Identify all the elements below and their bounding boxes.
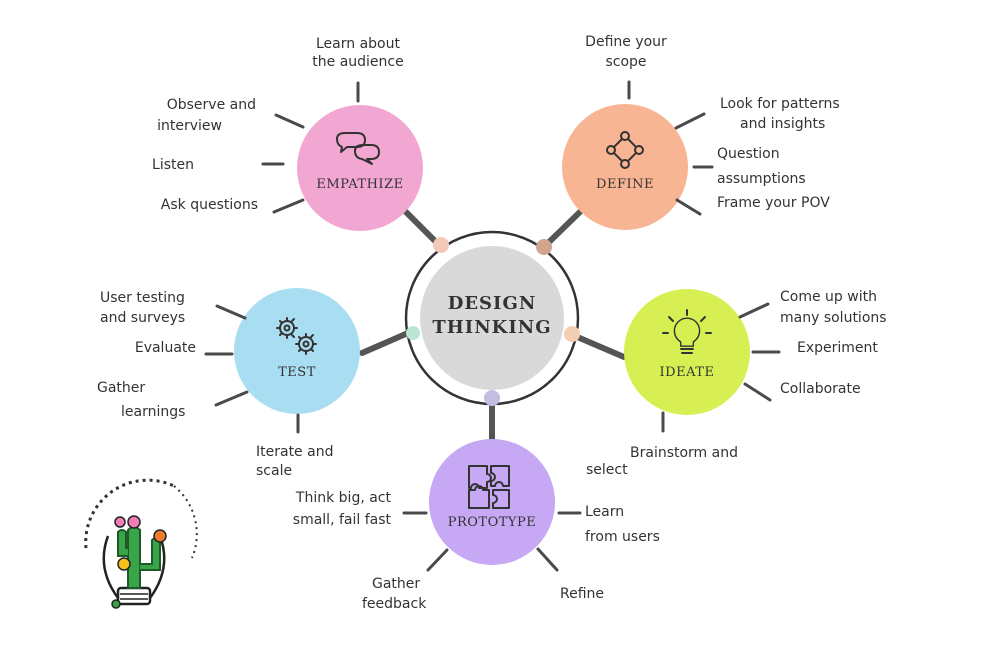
empathize-note-4: interview [157, 118, 222, 134]
empathize-note-1: Learn about [316, 36, 400, 52]
define-tick-4 [675, 198, 702, 216]
empathize-tick-4 [272, 198, 305, 214]
test-note-4: Gather [97, 380, 145, 396]
ideate-tick-1 [738, 302, 770, 319]
define-note-7: Frame your POV [717, 195, 830, 211]
connected-nodes-icon [606, 131, 644, 169]
define-note-2: scope [605, 54, 646, 70]
prototype-label: PROTOTYPE [448, 515, 537, 530]
connector-dot-define [536, 239, 552, 255]
prototype-tick-4 [536, 547, 559, 572]
connector-dot-ideate [564, 326, 580, 342]
prototype-circle [429, 439, 555, 565]
prototype-note-5: Gather [372, 576, 420, 592]
connector-dot-prototype [484, 390, 500, 406]
center-title-line2: THINKING [432, 317, 551, 338]
ideate-note-2: many solutions [780, 310, 887, 326]
puzzle-icon [468, 465, 510, 509]
connector-dot-test [406, 326, 420, 340]
speech-bubbles-icon [336, 132, 380, 165]
prototype-note-1: Think big, act [295, 490, 392, 506]
test-note-5: learnings [121, 404, 185, 420]
spoke-test [359, 330, 411, 356]
ideate-note-6: select [586, 462, 628, 478]
cactus-lightbulb-logo [84, 478, 198, 609]
test-note-2: and surveys [100, 310, 185, 326]
stage-ideate: IDEATE Come up with many solutions Exper… [586, 289, 887, 478]
define-label: DEFINE [596, 177, 654, 192]
test-tick-3 [214, 390, 249, 407]
define-note-6: assumptions [717, 171, 806, 187]
empathize-circle [297, 105, 423, 231]
test-circle [234, 288, 360, 414]
prototype-note-6: feedback [362, 596, 427, 612]
test-note-6: Iterate and [256, 444, 333, 460]
define-note-3: Look for patterns [720, 96, 840, 112]
stage-test: TEST User testing and surveys Evaluate G… [97, 288, 360, 479]
test-tick-1 [215, 304, 247, 320]
center-title-line1: DESIGN [448, 293, 537, 314]
ideate-note-4: Collaborate [780, 381, 861, 397]
connector-dot-empathize [433, 237, 449, 253]
ideate-tick-3 [743, 382, 772, 402]
lightbulb-icon [662, 309, 712, 354]
center-circle [420, 246, 564, 390]
prototype-tick-3 [426, 548, 449, 572]
stage-prototype: PROTOTYPE Think big, act small, fail fas… [293, 439, 660, 612]
ideate-note-3: Experiment [797, 340, 878, 356]
ideate-label: IDEATE [660, 365, 715, 380]
center-hub: DESIGN THINKING [404, 230, 580, 406]
define-tick-2 [674, 112, 706, 130]
stage-empathize: EMPATHIZE Learn about the audience Obser… [152, 36, 423, 231]
empathize-tick-2 [274, 113, 305, 129]
spoke-empathize [399, 205, 440, 246]
test-note-3: Evaluate [135, 340, 196, 356]
prototype-note-2: small, fail fast [293, 512, 392, 528]
prototype-note-7: Refine [560, 586, 604, 602]
define-note-4: and insights [740, 116, 825, 132]
prototype-note-4: from users [585, 529, 660, 545]
prototype-note-3: Learn [585, 504, 624, 520]
define-note-5: Question [717, 146, 780, 162]
empathize-note-3: Observe and [167, 97, 256, 113]
test-note-7: scale [256, 463, 292, 479]
stage-define: DEFINE Define your scope Look for patter… [562, 34, 840, 230]
test-label: TEST [278, 365, 316, 380]
gears-icon [276, 317, 317, 355]
empathize-note-6: Ask questions [161, 197, 258, 213]
ideate-note-1: Come up with [780, 289, 877, 305]
spoke-ideate [572, 333, 627, 360]
empathize-note-5: Listen [152, 157, 194, 173]
ideate-note-5: Brainstorm and [630, 445, 738, 461]
define-note-1: Define your [585, 34, 667, 50]
empathize-label: EMPATHIZE [316, 177, 403, 192]
spoke-define [542, 206, 586, 249]
test-note-1: User testing [100, 290, 185, 306]
empathize-note-2: the audience [312, 54, 403, 70]
